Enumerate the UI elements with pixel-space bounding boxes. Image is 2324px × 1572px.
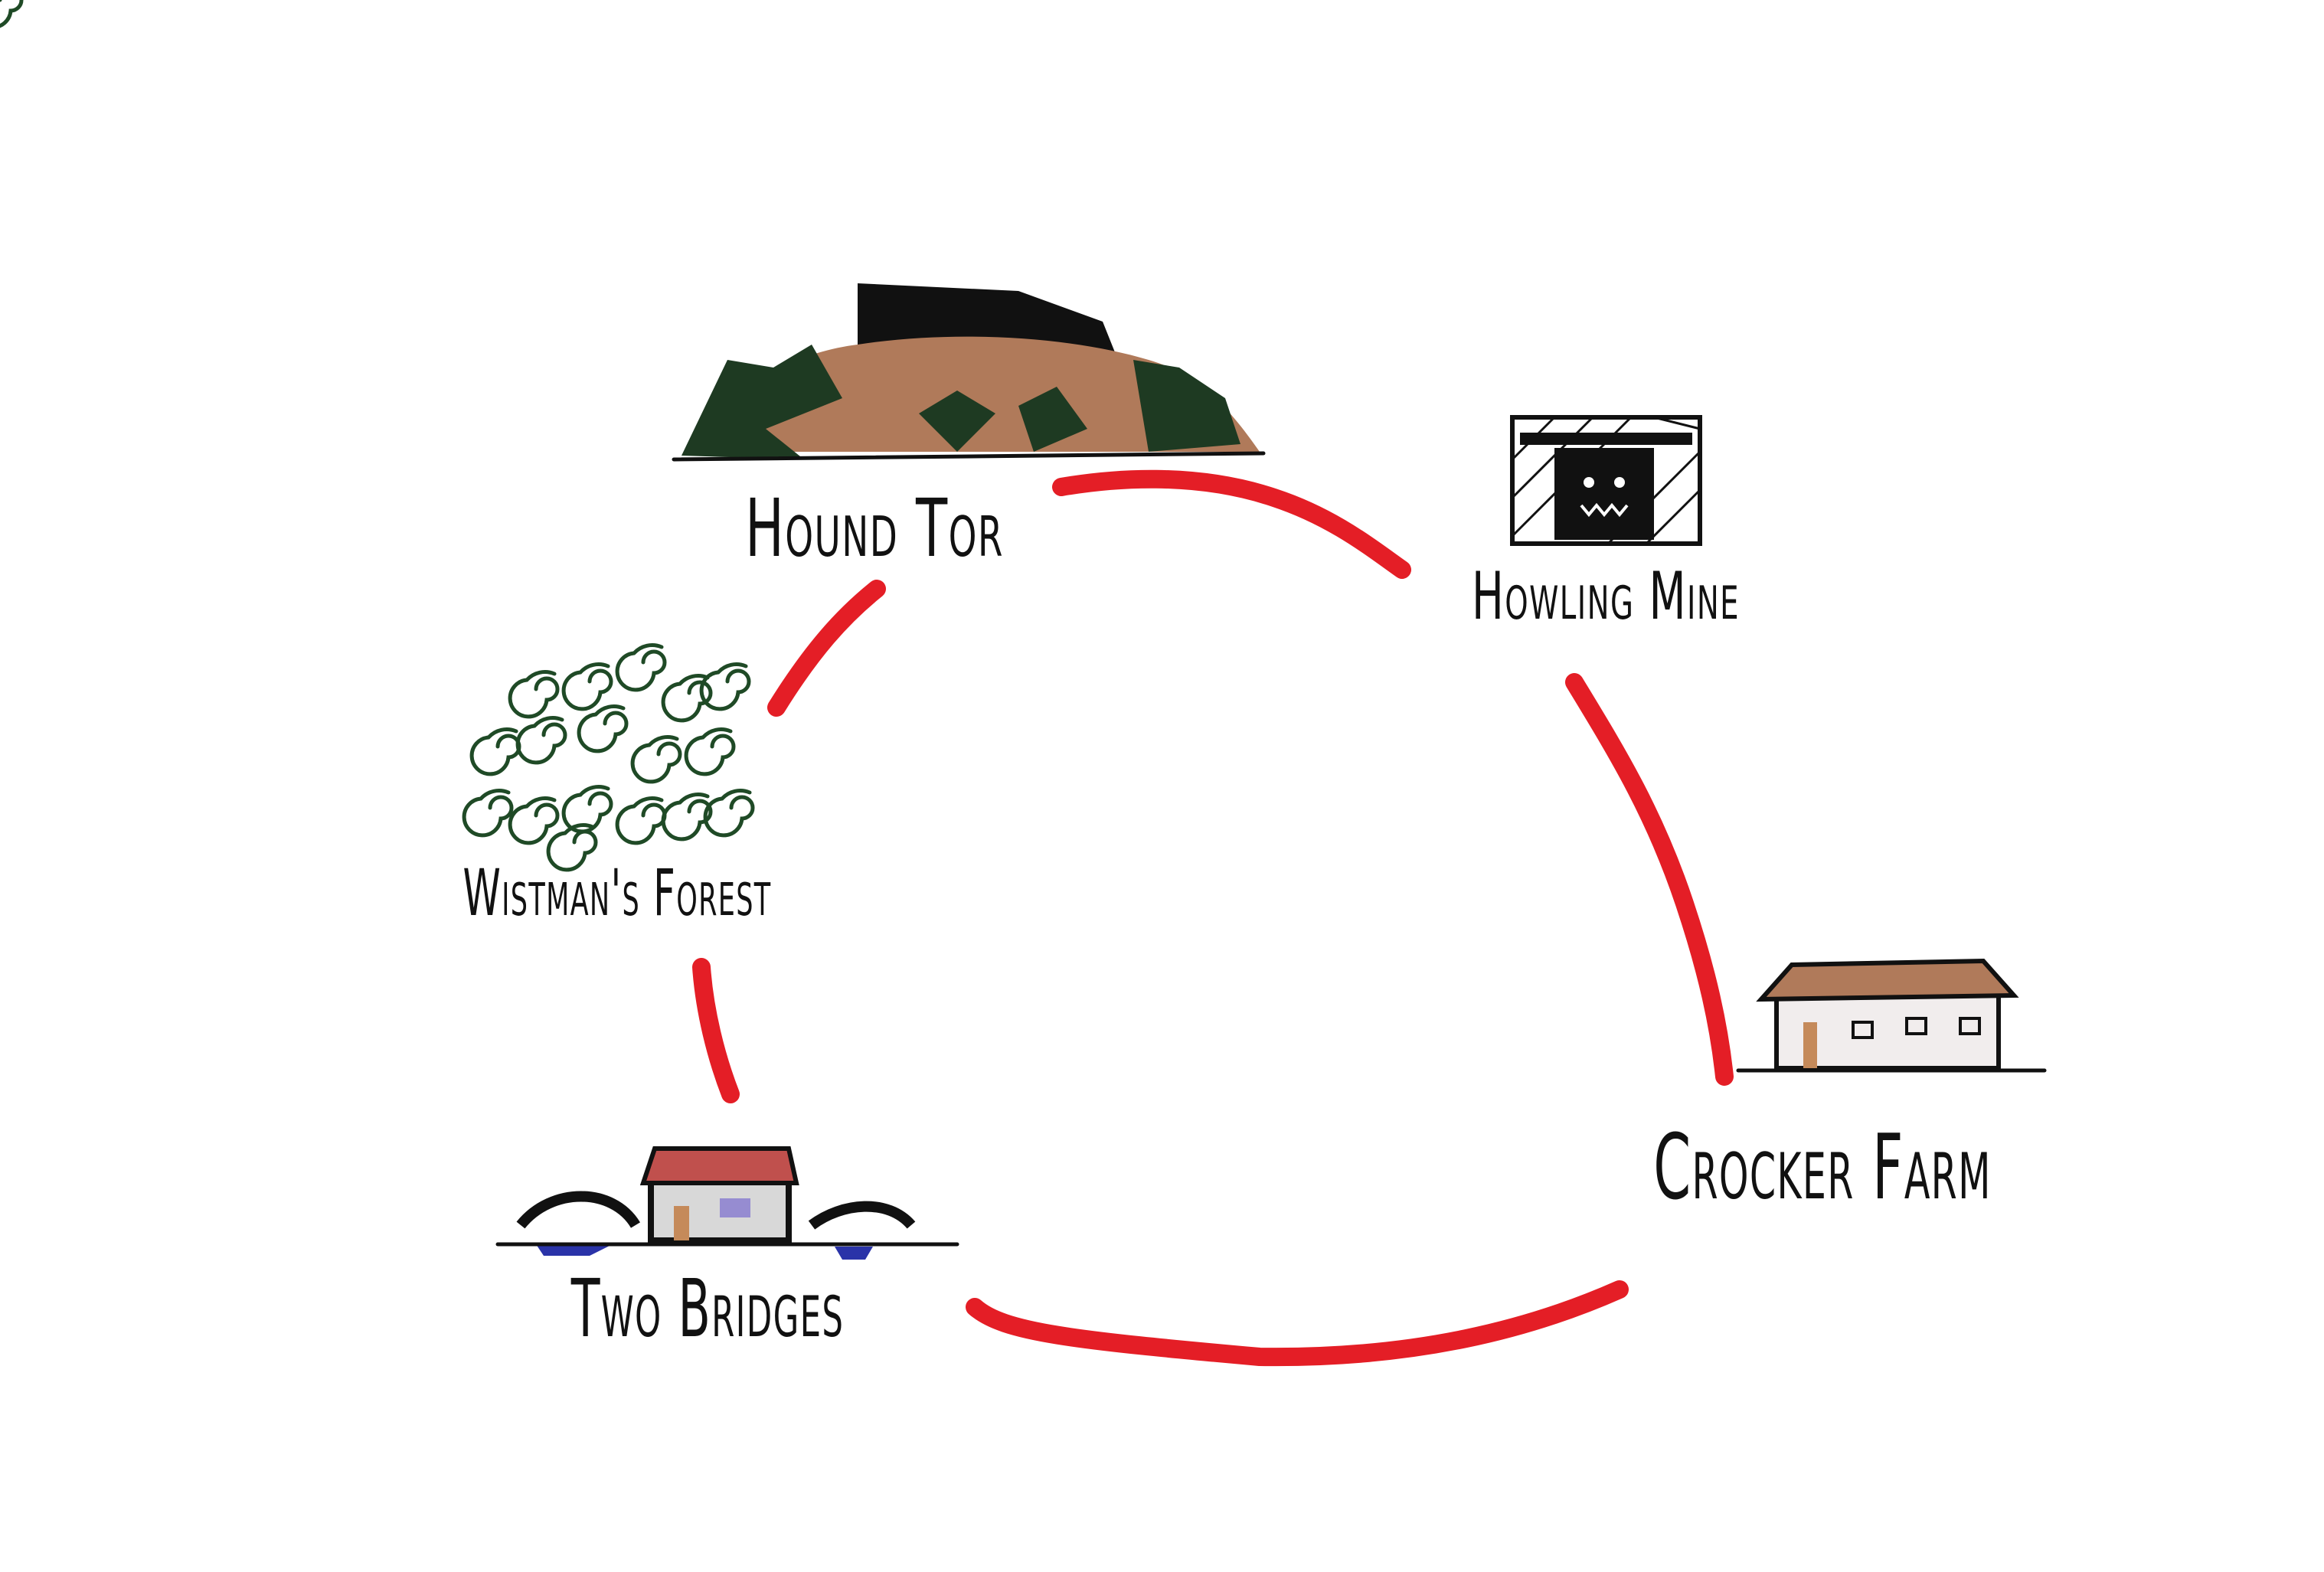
hill-icon [672,283,1266,462]
location-label-howling-mine: Howling Mine [1472,557,1740,635]
bridges-icon [495,1146,959,1260]
route-wistmans-forest-two-bridges [692,958,740,1103]
location-label-crocker-farm: Crocker Farm [1653,1114,1992,1220]
farmhouse-icon [1736,958,2047,1073]
route-two-bridges-crocker-farm [966,1280,1629,1367]
mine-entrance-icon [1510,415,1702,546]
route-howling-mine-crocker-farm [1565,673,1734,1086]
location-label-two-bridges: Two Bridges [570,1262,844,1355]
route-hound-tor-howling-mine [1052,469,1411,579]
forest-icon [0,0,753,870]
location-label-hound-tor: Hound Tor [745,483,1004,576]
location-label-wistmans-forest: Wistman's Forest [463,855,771,930]
route-hound-tor-wistmans-forest [767,580,886,717]
